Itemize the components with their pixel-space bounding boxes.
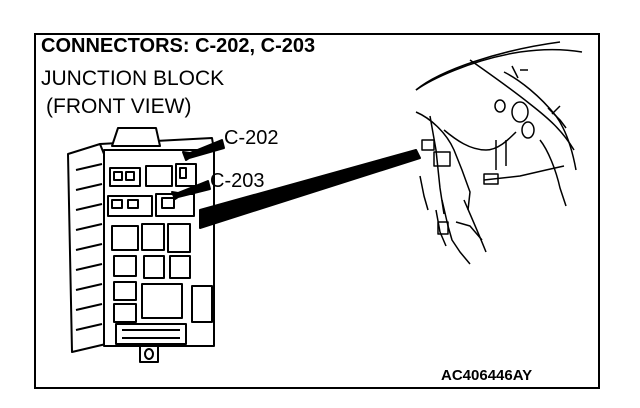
page-title: CONNECTORS: C-202, C-203	[41, 35, 316, 57]
callout-c202: C-202	[224, 127, 279, 149]
junction-block-drawing	[67, 127, 215, 363]
figure-frame	[34, 33, 600, 389]
callout-c203: C-203	[210, 170, 265, 192]
vehicle-dashboard-drawing	[415, 41, 583, 265]
figure-code: AC406446AY	[441, 367, 533, 384]
junction-block-label: JUNCTION BLOCK	[41, 67, 225, 90]
callout-arrows	[171, 139, 421, 229]
view-label: (FRONT VIEW)	[46, 95, 192, 118]
